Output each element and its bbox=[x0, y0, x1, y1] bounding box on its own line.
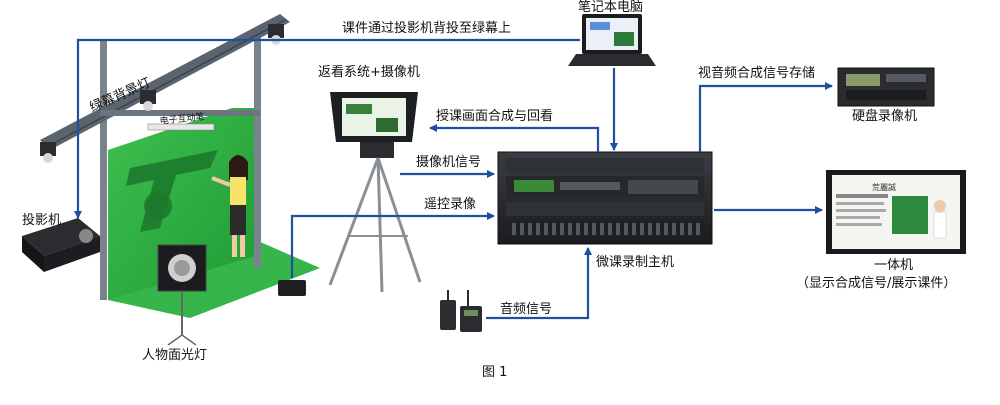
label-all-in-one: 一体机 bbox=[874, 258, 914, 273]
label-projector: 投影机 bbox=[22, 213, 62, 228]
backlight-lamps bbox=[40, 24, 284, 163]
teleprompter-camera bbox=[328, 92, 422, 293]
green-wall bbox=[108, 108, 258, 300]
hdd-recorder bbox=[837, 67, 935, 107]
arrow-audio-signal bbox=[486, 247, 592, 320]
display-screen-title: 荒麗誠 bbox=[872, 182, 896, 192]
wireless-mics bbox=[440, 290, 482, 332]
label-projector-note: 课件通过投影机背投至绿幕上 bbox=[342, 21, 512, 36]
face-light bbox=[157, 244, 207, 346]
label-audio-signal: 音频信号 bbox=[500, 302, 553, 317]
label-all-in-one-note: （显示合成信号/展示课件） bbox=[796, 276, 957, 291]
connection-arrows bbox=[74, 38, 833, 320]
green-floor bbox=[108, 228, 320, 318]
label-main-recorder: 微课录制主机 bbox=[596, 255, 675, 270]
projector bbox=[22, 218, 100, 272]
label-teleprompter-camera: 返看系统+摄像机 bbox=[318, 65, 420, 80]
label-laptop: 笔记本电脑 bbox=[578, 0, 644, 15]
label-remote-record: 遥控录像 bbox=[424, 197, 477, 212]
truss-post-left bbox=[100, 40, 107, 300]
arrow-remote-record bbox=[290, 212, 495, 278]
arrow-recorder-to-prompter bbox=[429, 124, 600, 152]
all-in-one-display bbox=[826, 170, 966, 254]
electronic-pen-bar bbox=[147, 123, 215, 131]
truss-post-right bbox=[254, 30, 261, 268]
remote-receiver bbox=[278, 280, 306, 296]
presenter-figure bbox=[211, 155, 248, 257]
arrow-laptop-to-projector bbox=[74, 38, 580, 219]
main-recorder bbox=[497, 151, 713, 245]
label-hdd-recorder: 硬盘录像机 bbox=[852, 109, 918, 124]
label-face-light: 人物面光灯 bbox=[142, 348, 208, 363]
label-camera-signal: 摄像机信号 bbox=[416, 155, 482, 170]
laptop bbox=[568, 14, 656, 66]
label-av-storage: 视音频合成信号存储 bbox=[698, 66, 816, 81]
figure-caption: 图 1 bbox=[482, 365, 508, 380]
truss-cross bbox=[100, 110, 260, 116]
label-composite-playback: 授课画面合成与回看 bbox=[436, 109, 554, 124]
green-screen-studio bbox=[22, 14, 320, 346]
arrow-to-hdd bbox=[698, 82, 833, 152]
